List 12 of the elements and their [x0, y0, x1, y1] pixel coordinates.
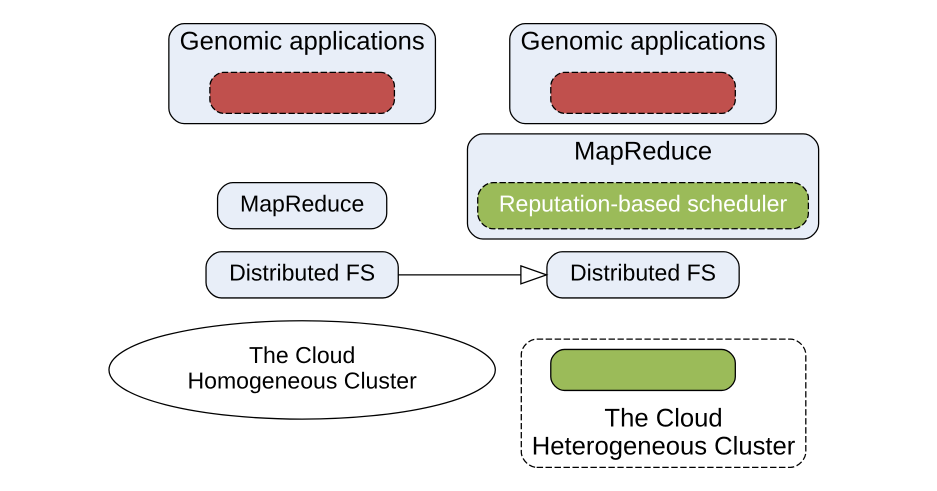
- node-box: [550, 348, 736, 392]
- arrow: [398, 264, 548, 285]
- node-box: Distributed FS: [204, 251, 398, 299]
- node-ellipse: The Cloud Homogeneous Cluster: [108, 320, 496, 420]
- node-box: [208, 72, 395, 114]
- node-box: Reputation-based scheduler: [476, 182, 808, 230]
- node-box: MapReduce: [216, 182, 387, 230]
- node-box: [550, 72, 736, 114]
- cluster: The Cloud Heterogeneous Cluster: [520, 338, 806, 468]
- cluster: Genomic applications: [508, 23, 776, 124]
- cluster: Genomic applications: [168, 23, 436, 124]
- node-box: Distributed FS: [546, 251, 740, 299]
